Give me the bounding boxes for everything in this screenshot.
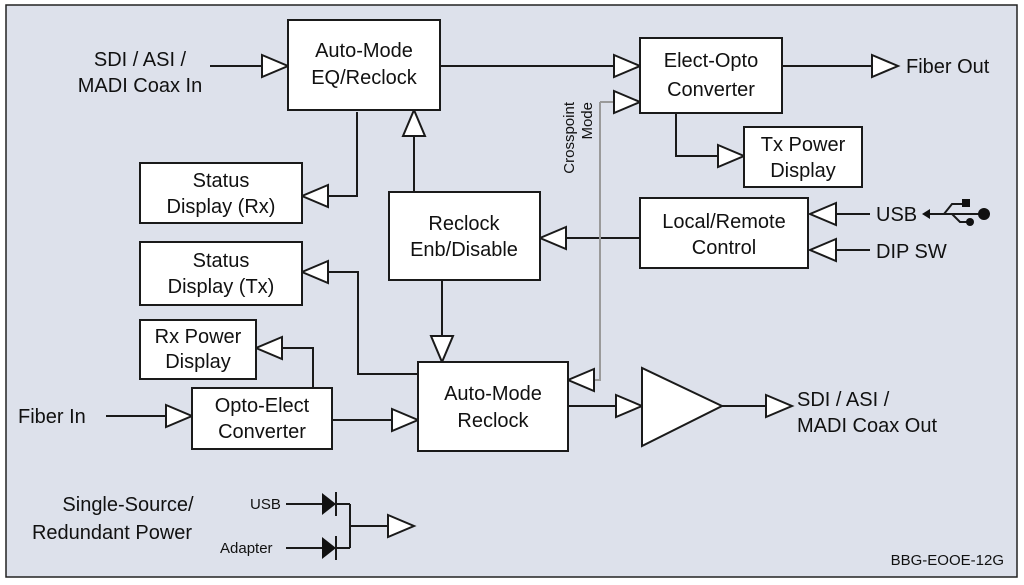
sdi-in-label-line2: MADI Coax In <box>78 75 202 97</box>
arrowheads <box>165 53 901 539</box>
dip-sw-label: DIP SW <box>876 241 947 263</box>
sdi-out-label-line1: SDI / ASI / <box>797 389 890 411</box>
usb-icon <box>922 199 990 226</box>
wires <box>106 65 872 549</box>
diagram-code: BBG-EOOE-12G <box>891 552 1004 569</box>
amplifier-icon <box>641 366 725 448</box>
eq-reclock-block: Auto-Mode EQ/Reclock <box>287 19 441 111</box>
power-usb-label: USB <box>250 496 281 513</box>
reclock-enable-block: Reclock Enb/Disable <box>388 191 541 281</box>
power-adapter-label: Adapter <box>220 540 273 557</box>
tx-power-line1: Tx Power <box>761 134 846 156</box>
rx-power-block: Rx Power Display <box>139 319 257 380</box>
opto-elect-block: Opto-Elect Converter <box>191 387 333 450</box>
crosspoint-label-line2: Mode <box>579 102 596 140</box>
elect-opto-line2: Converter <box>667 79 755 101</box>
auto-reclock-line2: Reclock <box>457 410 529 432</box>
status-rx-line2: Display (Rx) <box>167 196 276 218</box>
status-rx-line1: Status <box>193 170 250 192</box>
reclock-enable-line1: Reclock <box>428 213 500 235</box>
opto-elect-line1: Opto-Elect <box>215 395 310 417</box>
elect-opto-block: Elect-Opto Converter <box>639 37 783 114</box>
sdi-out-label-line2: MADI Coax Out <box>797 415 937 437</box>
auto-reclock-line1: Auto-Mode <box>444 383 542 405</box>
rx-power-line1: Rx Power <box>155 326 242 348</box>
tx-power-block: Tx Power Display <box>743 126 863 188</box>
elect-opto-line1: Elect-Opto <box>664 50 758 72</box>
fiber-out-label: Fiber Out <box>906 56 990 78</box>
tx-power-line2: Display <box>770 160 836 182</box>
power-label-line1: Single-Source/ <box>62 494 194 516</box>
power-label-line2: Redundant Power <box>32 522 192 544</box>
status-tx-block: Status Display (Tx) <box>139 241 303 306</box>
reclock-enable-line2: Enb/Disable <box>410 239 518 261</box>
opto-elect-line2: Converter <box>218 421 306 443</box>
rx-power-line2: Display <box>165 351 231 373</box>
crosspoint-label-line1: Crosspoint <box>561 101 578 174</box>
diode-icon <box>322 492 337 516</box>
local-remote-block: Local/Remote Control <box>639 197 809 269</box>
sdi-in-label-line1: SDI / ASI / <box>94 49 187 71</box>
usb-label: USB <box>876 204 917 226</box>
diode-icon <box>322 536 337 560</box>
status-tx-line2: Display (Tx) <box>168 276 275 298</box>
status-rx-block: Status Display (Rx) <box>139 162 303 224</box>
eq-reclock-line1: Auto-Mode <box>315 40 413 62</box>
local-remote-line1: Local/Remote <box>662 211 785 233</box>
local-remote-line2: Control <box>692 237 756 259</box>
fiber-in-label: Fiber In <box>18 406 86 428</box>
auto-reclock-block: Auto-Mode Reclock <box>417 361 569 452</box>
status-tx-line1: Status <box>193 250 250 272</box>
eq-reclock-line2: EQ/Reclock <box>311 67 418 89</box>
crosspoint-mode-label: Crosspoint Mode <box>561 101 596 174</box>
